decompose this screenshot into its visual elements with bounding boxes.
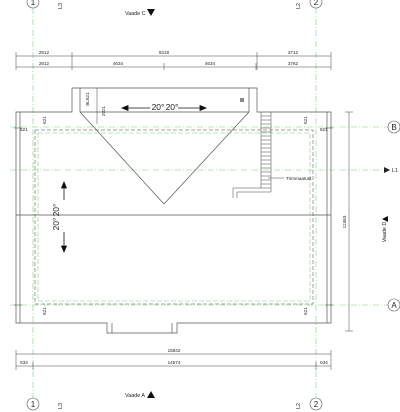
chimney-detail [232,177,284,198]
svg-text:L2: L2 [296,3,302,9]
svg-text:1: 1 [31,400,36,409]
angle-dormer-left: 20° [152,102,165,112]
view-arrow-bottom-icon [147,391,155,398]
dim-top-row2-1: 2812 [39,61,50,66]
level-marker-l2-top: L2 [296,3,302,9]
vent-square [240,98,244,102]
dim-top-row2-4: 3762 [288,61,299,66]
grid-lines [10,8,390,398]
grid-bubble-1-top: 1 [26,0,40,9]
dim-right-total: 12463 [342,215,347,228]
dim-bottom-2: 14574 [168,360,181,365]
grid-bubble-2-top: 2 [309,0,323,9]
wall-outline-inner [34,129,314,305]
grid-bubble-1-bottom: 1 [26,397,40,411]
dormer-slope-arrows [120,104,208,112]
view-arrow-right-icon [382,216,388,222]
svg-text:B: B [391,123,396,132]
dim-right [345,111,353,332]
svg-text:Vaade D: Vaade D [382,222,388,243]
dim-621-right: 621 [320,127,328,132]
dim-621-corner-bl: 621 [42,307,47,315]
dim-621-corner-tr: 621 [303,116,308,124]
svg-text:L3: L3 [58,3,64,9]
dim-top-1: 2812 [39,50,50,55]
dim-top-row2-3: 4634 [205,61,216,66]
svg-text:Vaade C: Vaade C [125,11,146,17]
grid-bubble-2-bottom: 2 [309,397,323,411]
chimney-note: Trimmaatust [286,176,312,181]
dim-dormer-height: 2021 [101,105,106,116]
dim-bottom [15,350,332,370]
dim-bottom-total: 15842 [168,348,181,353]
grid-bubble-b: B [387,120,400,134]
dim-bottom-3: 634 [320,360,328,365]
angle-roof-lower: 20° [51,218,61,231]
wall-outline [37,132,311,302]
dim-dormer-label: BL621 [85,92,90,106]
roof-slope-arrows [60,180,68,254]
dim-621-left: 621 [20,127,28,132]
view-label-right: Vaade D [382,216,388,242]
dim-top-row2-2: 4634 [113,61,124,66]
view-arrow-top-icon [147,9,155,16]
dim-621-corner-tl: 621 [42,116,47,124]
svg-text:L3: L3 [58,403,64,409]
level-marker-l1: L1 [384,167,398,174]
angle-roof-upper: 20° [51,204,61,217]
svg-text:1: 1 [31,0,36,7]
svg-text:2: 2 [314,0,319,7]
edge-ticks [14,127,333,306]
dim-bottom-1: 634 [20,360,28,365]
svg-text:L1: L1 [392,168,398,174]
dim-top-2: 9318 [159,50,170,55]
dim-top [15,52,332,70]
level-marker-l2-bottom: L2 [296,403,302,409]
svg-text:L2: L2 [296,403,302,409]
dim-621-corner-br: 621 [303,307,308,315]
angle-dormer-right: 20° [166,102,179,112]
level-marker-l3-top: L3 [58,3,64,9]
roof-ladder [260,112,272,188]
ladder-rungs [261,115,271,185]
grid-bubble-a: A [387,298,400,312]
view-label-top: Vaade C [125,9,155,17]
roof-outline [15,87,332,334]
level-marker-l3-bottom: L3 [58,403,64,409]
svg-text:A: A [391,301,397,310]
dim-top-3: 3712 [288,50,299,55]
svg-text:2: 2 [314,400,319,409]
svg-text:Vaade A: Vaade A [125,393,145,399]
view-label-bottom: Vaade A [125,391,155,399]
